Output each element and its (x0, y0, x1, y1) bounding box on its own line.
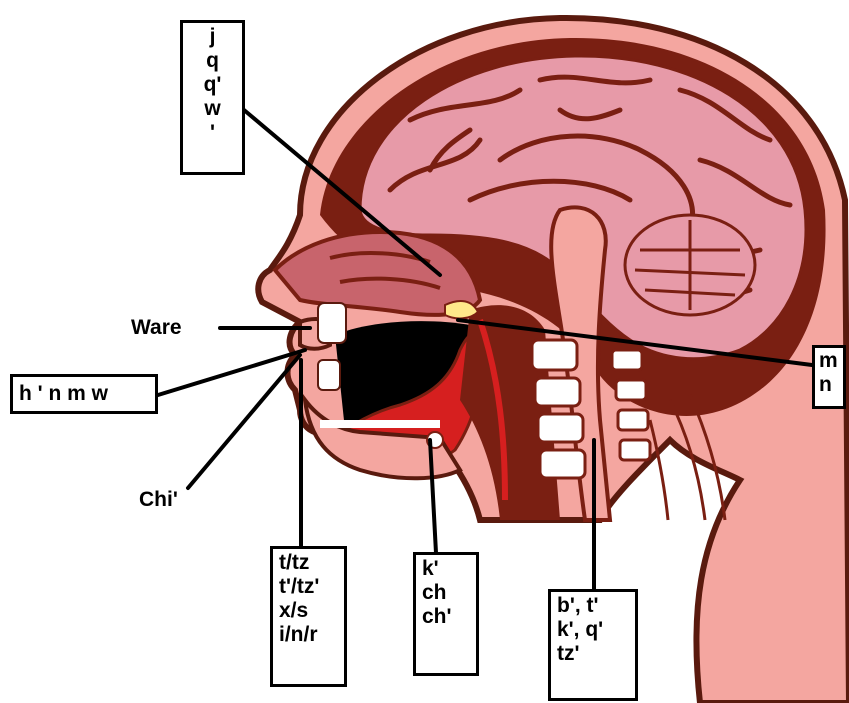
label-top-2: q (189, 49, 236, 73)
label-nasal-2: n (819, 373, 839, 397)
label-box-glottal: b', t' k', q' tz' (548, 589, 638, 701)
label-top-3: q' (189, 73, 236, 97)
lower-teeth (318, 360, 340, 390)
label-top-1: j (189, 25, 236, 49)
label-glottal-1: b', t' (557, 594, 629, 618)
label-lips-text: h ' n m w (19, 382, 108, 405)
label-top-4: w (189, 97, 236, 121)
label-alveolar-1: t/tz (279, 551, 338, 575)
label-box-lips: h ' n m w (10, 374, 158, 414)
label-chi: Chi' (139, 488, 178, 512)
label-top-5: ' (189, 121, 236, 145)
upper-teeth (318, 303, 346, 343)
label-alveolar-2: t'/tz' (279, 575, 338, 599)
label-box-nasal: m n (812, 345, 846, 409)
label-nasal-1: m (819, 349, 839, 373)
label-ware: Ware (131, 316, 182, 340)
leader-chi (188, 355, 300, 488)
label-box-alveolar: t/tz t'/tz' x/s i/n/r (270, 546, 347, 687)
label-velar-2: ch (422, 581, 470, 605)
label-alveolar-4: i/n/r (279, 623, 338, 647)
label-alveolar-3: x/s (279, 599, 338, 623)
label-box-velar: k' ch ch' (413, 552, 479, 676)
jaw-bone (320, 420, 440, 428)
label-glottal-2: k', q' (557, 618, 629, 642)
label-velar-1: k' (422, 557, 470, 581)
label-velar-3: ch' (422, 605, 470, 629)
label-glottal-3: tz' (557, 642, 629, 666)
label-box-top: j q q' w ' (180, 20, 245, 175)
